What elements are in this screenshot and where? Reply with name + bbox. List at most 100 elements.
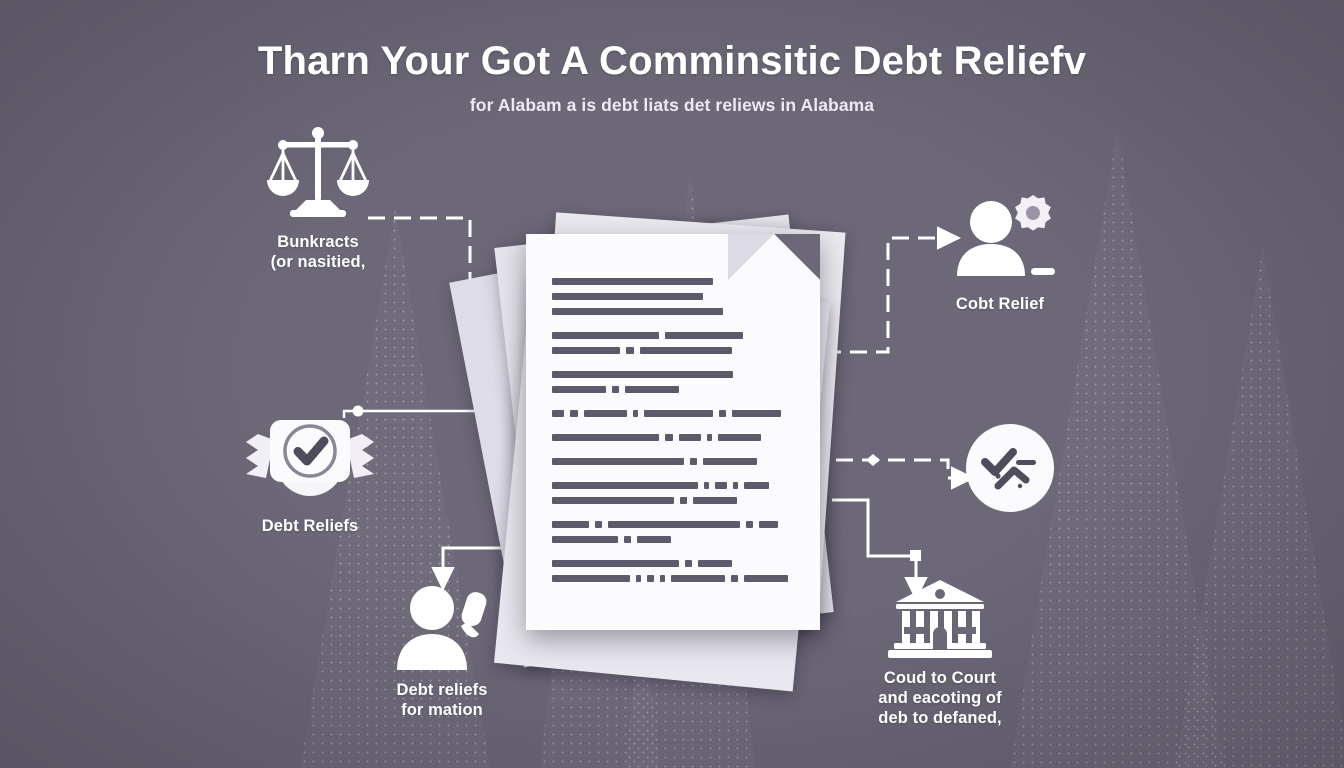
document-line-segment xyxy=(552,347,621,354)
document-line-segment xyxy=(552,497,674,504)
document-line-segment xyxy=(607,521,740,528)
document-line-row xyxy=(552,521,796,528)
document-paragraph xyxy=(552,458,796,465)
document-stack xyxy=(449,212,846,692)
header: Tharn Your Got A Comminsitic Debt Relief… xyxy=(0,40,1344,116)
document-line-segment xyxy=(552,536,618,543)
document-line-segment xyxy=(636,575,641,582)
document-line-segment xyxy=(717,434,762,441)
document-line-row xyxy=(552,410,796,417)
document-line-row xyxy=(552,575,796,582)
document-line-segment xyxy=(706,434,712,441)
document-line-row xyxy=(552,371,796,378)
node-debt-relief-badge[interactable]: Debt Reliefs xyxy=(210,412,410,536)
node-creditor-label: Cobt Relief xyxy=(955,295,1045,313)
checkmark-chart-circle-icon xyxy=(940,420,1080,516)
document-sheet-front xyxy=(526,234,820,630)
document-paragraph xyxy=(552,410,796,417)
document-line-segment xyxy=(731,410,781,417)
document-line-segment xyxy=(730,575,739,582)
node-court[interactable]: Coud to Court and eacoting of deb to def… xyxy=(840,580,1040,728)
person-raised-hand-icon xyxy=(352,584,532,670)
document-line-segment xyxy=(665,332,744,339)
document-line-row xyxy=(552,308,796,315)
document-line-segment xyxy=(689,458,698,465)
document-line-segment xyxy=(626,347,634,354)
document-line-segment xyxy=(639,347,733,354)
document-line-segment xyxy=(660,575,666,582)
checkmark-badge-icon xyxy=(210,412,410,506)
document-line-segment xyxy=(698,560,733,567)
document-line-segment xyxy=(644,410,713,417)
document-line-segment xyxy=(665,434,673,441)
document-line-segment xyxy=(693,497,738,504)
document-paragraph xyxy=(552,521,796,543)
node-bankruptcy-label: Bunkracts (or nasitied, xyxy=(270,233,366,272)
document-line-segment xyxy=(552,575,631,582)
document-line-row xyxy=(552,278,796,285)
document-line-segment xyxy=(733,482,739,489)
document-line-row xyxy=(552,497,796,504)
document-line-segment xyxy=(684,560,693,567)
document-paragraph xyxy=(552,482,796,504)
node-debt-relief-person-label: Debt reliefs for mation xyxy=(396,681,488,720)
document-paragraph xyxy=(552,371,796,393)
document-line-segment xyxy=(718,410,726,417)
document-line-segment xyxy=(570,410,578,417)
document-line-segment xyxy=(583,410,628,417)
document-line-segment xyxy=(680,497,688,504)
document-line-segment xyxy=(678,434,701,441)
document-text-lines xyxy=(552,278,796,599)
page-fold-corner xyxy=(774,234,820,280)
document-line-segment xyxy=(758,521,779,528)
document-line-row xyxy=(552,458,796,465)
document-line-segment xyxy=(703,458,757,465)
document-line-row xyxy=(552,560,796,567)
document-line-segment xyxy=(552,278,714,285)
document-line-row xyxy=(552,482,796,489)
page-subtitle: for Alabam a is debt liats det reliews i… xyxy=(469,95,875,115)
document-line-segment xyxy=(552,293,704,300)
node-debt-relief-person[interactable]: Debt reliefs for mation xyxy=(352,584,532,720)
document-line-segment xyxy=(744,482,769,489)
document-paragraph xyxy=(552,278,796,315)
page-title: Tharn Your Got A Comminsitic Debt Relief… xyxy=(257,39,1087,83)
document-line-segment xyxy=(704,482,710,489)
document-paragraph xyxy=(552,560,796,582)
document-line-segment xyxy=(552,308,723,315)
document-line-row xyxy=(552,434,796,441)
document-line-segment xyxy=(744,575,789,582)
document-line-row xyxy=(552,332,796,339)
document-line-row xyxy=(552,536,796,543)
document-line-segment xyxy=(552,482,699,489)
document-line-segment xyxy=(637,536,672,543)
document-line-segment xyxy=(552,560,679,567)
document-line-segment xyxy=(552,521,589,528)
node-court-label: Coud to Court and eacoting of deb to def… xyxy=(878,669,1002,728)
document-line-row xyxy=(552,293,796,300)
document-line-row xyxy=(552,347,796,354)
document-paragraph xyxy=(552,434,796,441)
document-line-segment xyxy=(633,410,639,417)
document-line-segment xyxy=(552,410,565,417)
document-line-segment xyxy=(594,521,602,528)
person-gear-icon xyxy=(900,192,1100,284)
node-creditor[interactable]: Cobt Relief xyxy=(900,192,1100,314)
document-line-segment xyxy=(552,332,660,339)
document-line-segment xyxy=(552,386,606,393)
scales-of-justice-icon xyxy=(218,126,418,222)
node-bankruptcy[interactable]: Bunkracts (or nasitied, xyxy=(218,126,418,272)
document-line-segment xyxy=(715,482,728,489)
document-line-segment xyxy=(745,521,753,528)
document-paragraph xyxy=(552,332,796,354)
document-line-segment xyxy=(671,575,725,582)
mountain-shape xyxy=(1175,248,1344,768)
document-line-segment xyxy=(611,386,619,393)
document-line-segment xyxy=(646,575,655,582)
document-line-segment xyxy=(623,536,632,543)
document-line-row xyxy=(552,386,796,393)
node-debt-relief-badge-label: Debt Reliefs xyxy=(261,517,359,535)
document-line-segment xyxy=(624,386,679,393)
node-approval-circle[interactable] xyxy=(940,420,1080,526)
